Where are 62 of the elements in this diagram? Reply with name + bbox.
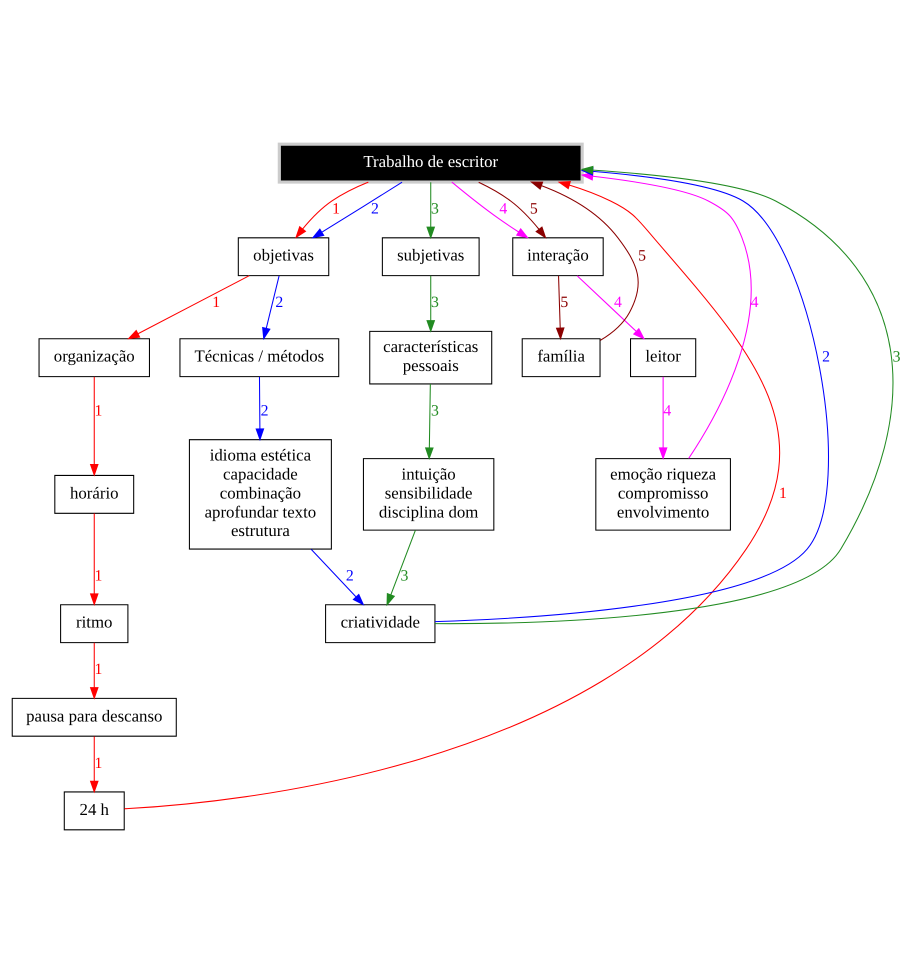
arrow [530,181,639,340]
edge-label: 3 [431,294,439,311]
edge-label: 1 [779,484,787,502]
arrow [424,384,434,460]
arrow [426,275,436,332]
arrow [451,181,529,238]
node-box: Técnicas / métodos [179,338,340,377]
edge-label: 2 [260,402,269,419]
edge-label: 1 [332,200,340,218]
edge-label: 1 [212,294,220,311]
edge-label: 4 [663,402,672,419]
node-box: Trabalho de escritor [278,142,584,184]
node-box: ritmo [60,604,128,643]
node-box: emoção riqueza compromisso envolvimento [595,458,731,530]
edge-label: 1 [94,754,102,772]
node-box: criatividade [325,604,436,643]
arrow [658,376,668,460]
arrow [255,376,264,441]
node-box: 24 h [64,790,125,830]
arrow [90,376,99,476]
arrow [311,181,402,238]
edge-label: 1 [94,660,102,678]
edge-label: 2 [822,348,830,365]
node-box: objetivas [238,236,330,276]
edge-label: 3 [400,567,408,584]
arrow [556,275,565,340]
edge-label: 4 [750,294,759,311]
node-box: idioma estética capacidade combinação aprofundar texto estrutura [188,438,332,550]
edge-label: 1 [94,567,102,584]
node-box: subjetivas [382,236,480,276]
edge-label: 3 [431,402,439,419]
node-box: leitor [630,338,696,377]
arrow [90,736,99,793]
edge-label: 4 [614,294,622,311]
edge-label: 4 [499,200,508,218]
node-box: características pessoais [369,330,492,384]
edge-label: 2 [371,200,379,218]
edge-label: 2 [275,294,284,311]
node-box: intuição sensibilidade disciplina dom [362,458,494,530]
arrow [90,512,99,606]
arrow [127,274,250,339]
arrow [310,548,364,606]
arrow [478,181,546,238]
arrow [295,181,369,238]
arrow [576,275,646,340]
arrow [426,182,436,239]
node-box: horário [54,474,134,514]
node-box: interação [512,236,604,276]
edge-label: 5 [530,200,538,218]
edge-label: 5 [560,294,568,311]
edge-label: 2 [346,567,354,584]
node-box: pausa para descanso [12,697,177,736]
arrow [386,529,416,606]
arrow [262,275,280,340]
arrow [90,642,99,700]
node-box: família [522,338,601,377]
edge-label: 1 [94,402,102,419]
arrow [124,180,780,809]
edge-label: 3 [431,200,439,218]
node-box: organização [38,338,150,377]
edge-label: 3 [892,348,901,365]
edge-label: 5 [638,246,646,264]
